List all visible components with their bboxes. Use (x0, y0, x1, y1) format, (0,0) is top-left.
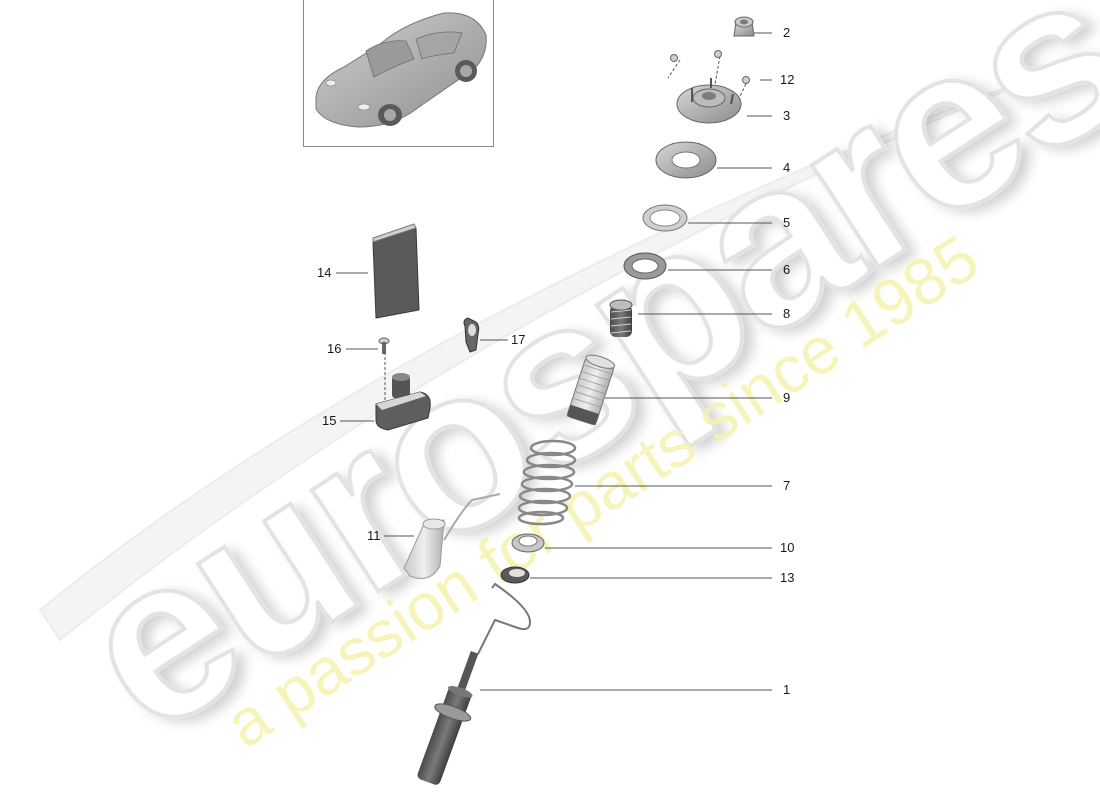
callout-11[interactable]: 11 (367, 528, 381, 543)
part-control-unit[interactable] (372, 223, 420, 319)
callout-3[interactable]: 3 (783, 108, 791, 123)
part-spring-seat-ring[interactable] (623, 252, 667, 280)
vehicle-overview-frame (303, 0, 494, 147)
part-spring-washer[interactable] (642, 204, 688, 232)
part-screw[interactable] (378, 337, 390, 354)
part-protective-boot[interactable] (566, 352, 616, 426)
part-sensor-module[interactable] (375, 373, 431, 431)
callout-1[interactable]: 1 (783, 682, 791, 697)
part-adjusting-ring[interactable] (500, 566, 530, 584)
callout-8[interactable]: 8 (783, 306, 791, 321)
callout-12[interactable]: 12 (780, 72, 795, 87)
callout-6[interactable]: 6 (783, 262, 791, 277)
part-strut-top-mount[interactable] (676, 78, 742, 124)
part-sensor-sleeve[interactable] (403, 493, 501, 579)
leader-lines (336, 32, 772, 691)
callout-5[interactable]: 5 (783, 215, 791, 230)
callout-16[interactable]: 16 (327, 341, 342, 356)
callout-17[interactable]: 17 (511, 332, 526, 347)
callout-7[interactable]: 7 (783, 478, 791, 493)
part-lower-spring-seat[interactable] (511, 533, 545, 553)
part-bearing-plate[interactable] (655, 141, 717, 179)
callout-9[interactable]: 9 (783, 390, 791, 405)
callout-4[interactable]: 4 (783, 160, 791, 175)
callout-2[interactable]: 2 (783, 25, 791, 40)
part-mount-nuts[interactable] (670, 50, 750, 84)
part-cable-clip[interactable] (463, 317, 480, 353)
callout-10[interactable]: 10 (780, 540, 795, 555)
callout-14[interactable]: 14 (317, 265, 332, 280)
callout-13[interactable]: 13 (780, 570, 795, 585)
callout-15[interactable]: 15 (322, 413, 337, 428)
car-thumbnail-icon (315, 12, 487, 128)
part-bump-stop[interactable] (609, 299, 633, 337)
part-shock-absorber[interactable] (410, 582, 532, 789)
part-coil-spring[interactable] (517, 439, 577, 526)
part-top-nut[interactable] (733, 16, 755, 37)
